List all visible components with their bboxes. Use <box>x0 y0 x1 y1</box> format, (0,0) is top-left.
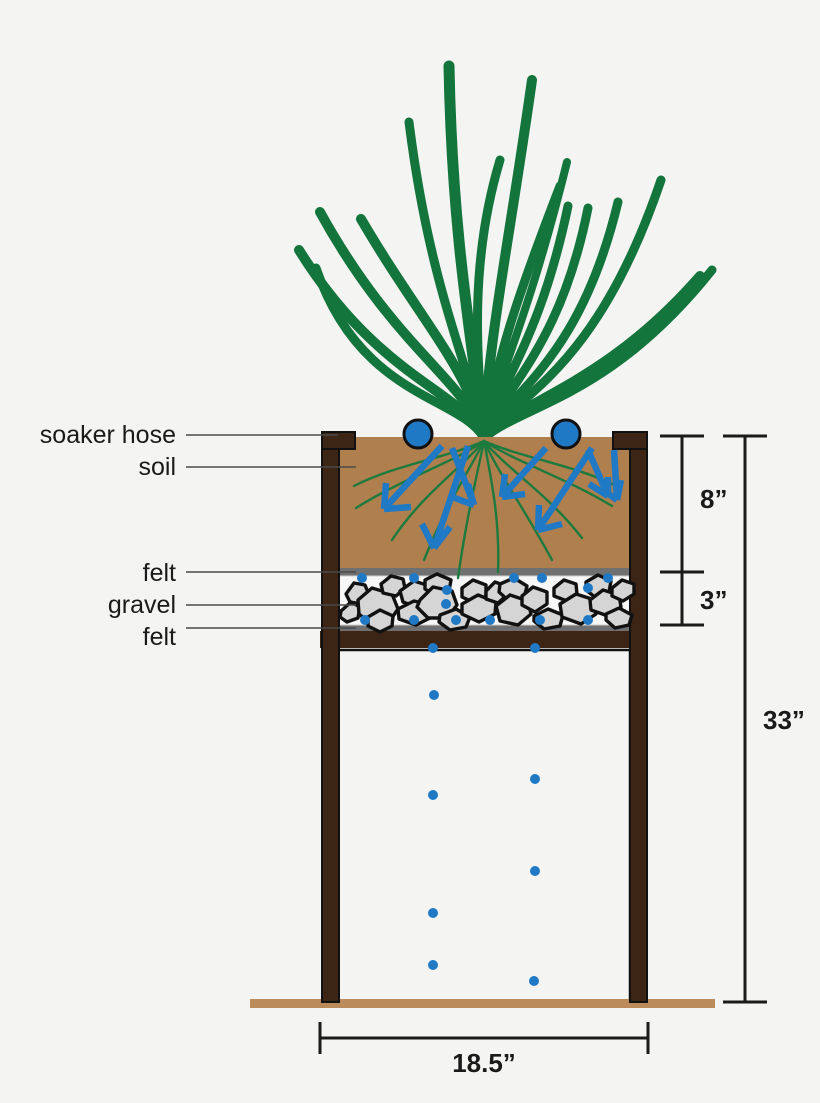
water-droplet <box>583 615 593 625</box>
plant-foliage <box>294 60 717 444</box>
root-strand <box>352 439 486 488</box>
water-arrow <box>419 444 472 550</box>
water-droplet <box>583 583 593 593</box>
label-felt-top: felt <box>143 559 176 587</box>
water-droplet <box>360 615 370 625</box>
water-droplet <box>535 615 545 625</box>
water-droplet <box>603 573 613 583</box>
felt-layer-bottom <box>338 625 630 633</box>
water-droplet <box>409 615 419 625</box>
planter-structure <box>250 431 715 1008</box>
label-gravel: gravel <box>108 591 176 619</box>
water-droplet <box>537 573 547 583</box>
root-strand <box>354 439 486 510</box>
water-arrow <box>448 446 478 509</box>
dimension-label-gravel-depth: 3” <box>700 585 727 615</box>
water-arrow <box>598 449 625 503</box>
gravel-stone <box>520 585 549 614</box>
label-felt-bottom: felt <box>143 623 176 651</box>
felt-layer-top <box>338 568 630 576</box>
gravel-stone <box>460 593 498 624</box>
water-droplet <box>428 960 438 970</box>
soaker-hose-right[interactable] <box>550 418 582 450</box>
bottom-rail <box>320 631 648 648</box>
water-droplet <box>428 908 438 918</box>
right-post <box>629 446 648 1003</box>
callout-labels: soaker hose soil felt gravel felt <box>40 421 356 651</box>
water-droplet <box>451 615 461 625</box>
water-droplet <box>428 643 438 653</box>
water-droplet <box>530 866 540 876</box>
water-arrow <box>498 445 549 501</box>
label-soil: soil <box>138 453 176 481</box>
water-droplet <box>530 774 540 784</box>
water-droplet <box>530 643 540 653</box>
water-droplet <box>529 976 539 986</box>
gravel-stone <box>610 578 636 603</box>
water-arrow <box>380 443 445 513</box>
dimension-label-box-width: 18.5” <box>452 1048 516 1078</box>
right-cap <box>612 431 648 450</box>
gravel-stone <box>338 600 362 624</box>
grass-blade <box>311 263 489 443</box>
water-droplet <box>429 690 439 700</box>
dimension-label-total-height: 33” <box>763 705 805 735</box>
gravel-stone <box>604 606 634 630</box>
water-droplets <box>357 573 613 986</box>
water-droplet <box>442 585 452 595</box>
water-droplet <box>441 599 451 609</box>
grass-blade <box>473 155 505 443</box>
root-strand <box>390 439 486 542</box>
soaker-hose-left[interactable] <box>402 418 434 450</box>
cavity-area <box>338 650 630 1002</box>
root-strand <box>482 439 584 540</box>
water-droplet <box>357 573 367 583</box>
water-droplet <box>485 615 495 625</box>
soaker-hose-group <box>402 418 582 450</box>
dimension-annotations: 8” 3” 33” 18.5” <box>318 434 805 1078</box>
water-arrow <box>534 446 595 534</box>
root-strand <box>482 439 614 508</box>
left-post <box>321 446 340 1003</box>
label-soaker-hose: soaker hose <box>40 421 176 449</box>
water-droplet <box>409 573 419 583</box>
grass-blade <box>479 75 537 443</box>
gravel-stone <box>366 608 395 634</box>
water-droplet <box>428 790 438 800</box>
grass-blade <box>479 265 717 443</box>
root-strand <box>482 439 500 574</box>
left-cap <box>321 431 356 450</box>
water-flow-arrows <box>380 443 625 550</box>
dimension-label-soil-depth: 8” <box>700 484 727 514</box>
gravel-rocks <box>338 572 636 634</box>
base-board <box>250 999 715 1008</box>
water-droplet <box>509 573 519 583</box>
